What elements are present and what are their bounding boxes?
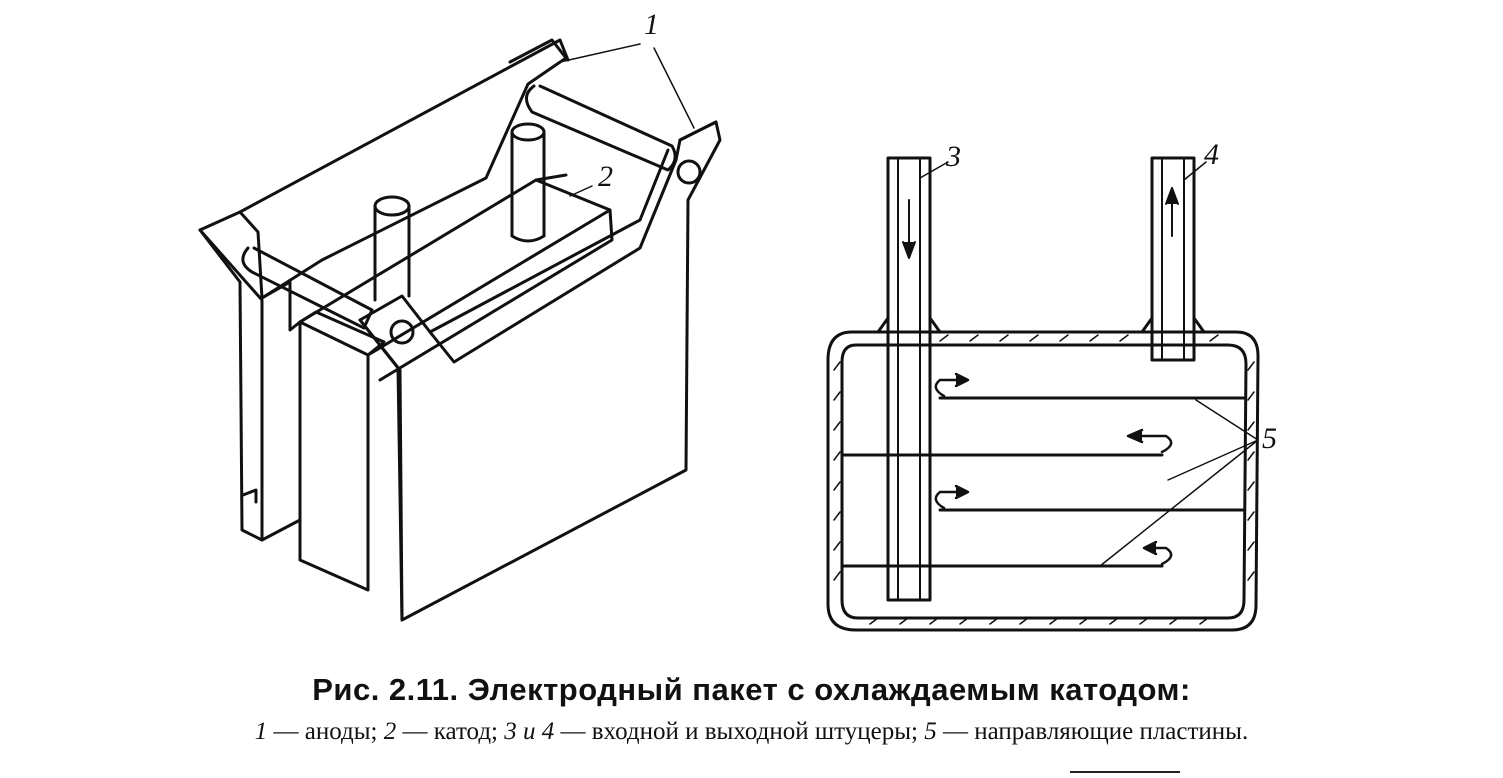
- legend-num-1: 1: [254, 718, 268, 745]
- figure-illustration: 1 2 3 4 5: [198, 8, 1277, 632]
- label-anodes: 1: [644, 8, 659, 41]
- legend-text-1: — аноды;: [267, 718, 384, 745]
- guide-plates: [840, 396, 1246, 568]
- flow-arrows: [934, 372, 1173, 566]
- label-inlet: 3: [945, 140, 961, 173]
- figure-svg: 1 2 3 4 5: [198, 8, 1277, 632]
- label-guide-plates: 5: [1262, 422, 1277, 455]
- housing-inner: [840, 343, 1248, 620]
- inlet-pipe: [876, 156, 942, 602]
- electrode-pack-drawing: [198, 38, 722, 622]
- legend-num-2: 2: [383, 718, 397, 745]
- leader-lines-1: [559, 43, 695, 129]
- leader-line-3: [919, 161, 949, 179]
- front-anode-plate: [358, 120, 722, 622]
- leader-line-2: [569, 185, 593, 197]
- label-cathode: 2: [598, 160, 613, 193]
- cooling-section-drawing: [826, 156, 1260, 632]
- cathode-nozzles: [373, 122, 546, 302]
- legend-num-3: 3 и 4: [504, 718, 555, 745]
- leader-lines-5: [1099, 399, 1259, 567]
- wall-hatching: [833, 334, 1255, 625]
- legend-text-3: — входной и выходной штуцеры;: [554, 718, 925, 745]
- legend-num-4: 5: [924, 718, 937, 745]
- legend-text-2: — катод;: [396, 718, 505, 745]
- legend-text-4: — направляющие пластины.: [936, 718, 1249, 745]
- figure-caption-legend: 1 — аноды; 2 — катод; 3 и 4 — входной и …: [0, 718, 1503, 746]
- anode-rods: [241, 84, 677, 330]
- leader-line-4: [1183, 161, 1207, 181]
- cathode-block: [298, 173, 614, 592]
- label-outlet: 4: [1204, 138, 1219, 171]
- housing-outer: [826, 330, 1260, 632]
- back-anode-plate: [198, 38, 570, 542]
- outlet-pipe: [1140, 156, 1206, 362]
- figure-caption-title: Рис. 2.11. Электродный пакет с охлаждаем…: [312, 672, 1191, 707]
- decorative-rule: [1070, 771, 1180, 773]
